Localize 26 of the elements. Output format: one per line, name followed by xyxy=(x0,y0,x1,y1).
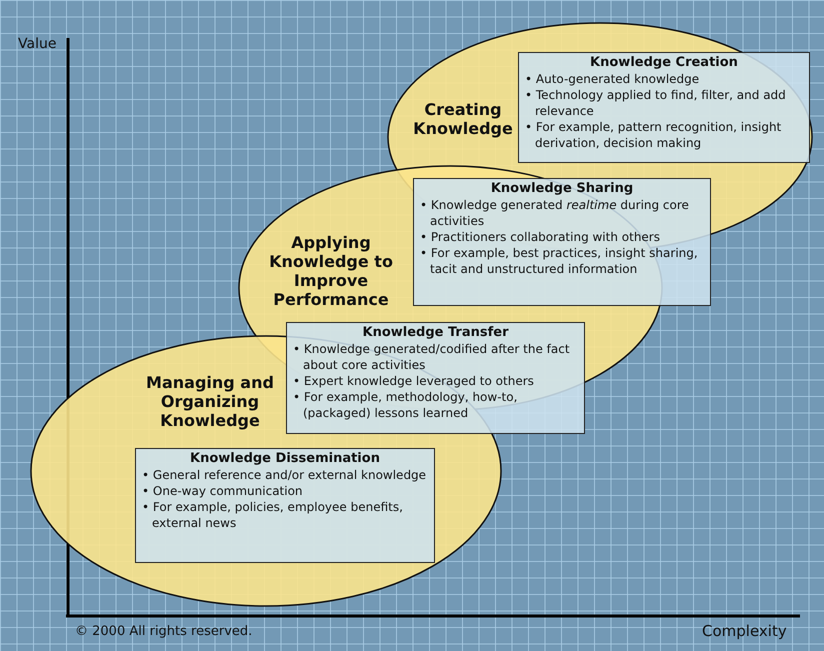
bullet-item: • Knowledge generated realtime during core activities xyxy=(420,197,690,229)
panel-heading: Knowledge Creation xyxy=(589,55,739,71)
bullet-item: • General reference and/or external knowledge xyxy=(142,467,428,483)
bullet-item: • For example, pattern recognition, insight derivation, decision making xyxy=(525,119,782,151)
bullet-item: • Expert knowledge leveraged to others xyxy=(293,373,535,389)
bullet-item: • For example, policies, employee benefits, external news xyxy=(142,499,404,531)
bullet-item: • Auto-generated knowledge xyxy=(525,71,700,87)
info-panel xyxy=(135,448,435,563)
panel-heading: Knowledge Dissemination xyxy=(189,451,381,467)
bullet-item: • For example, best practices, insight sharing, tacit and unstructured information xyxy=(420,245,699,277)
bullet-item: • Knowledge generated/codified after the fact about core activities xyxy=(293,341,571,373)
region-title: Creating Knowledge xyxy=(412,100,514,138)
axis-label: Complexity xyxy=(702,622,787,640)
info-panel xyxy=(286,322,585,434)
info-panel xyxy=(518,52,810,163)
info-panel xyxy=(413,178,711,306)
panel-heading: Knowledge Sharing xyxy=(490,181,634,197)
bullet-item: • For example, methodology, how-to, (packaged) lessons learned xyxy=(293,389,518,421)
bullet-item: • One-way communication xyxy=(142,483,304,499)
copyright-note: © 2000 All rights reserved. xyxy=(75,624,252,639)
region-title: Applying Knowledge to Improve Performance xyxy=(268,233,394,309)
bullet-item: • Technology applied to find, filter, and add relevance xyxy=(525,87,787,119)
panel-heading: Knowledge Transfer xyxy=(362,325,510,341)
region-title: Managing and Organizing Knowledge xyxy=(145,373,275,430)
axis-label: Value xyxy=(18,36,56,52)
bullet-item: • Practitioners collaborating with others xyxy=(420,229,661,245)
